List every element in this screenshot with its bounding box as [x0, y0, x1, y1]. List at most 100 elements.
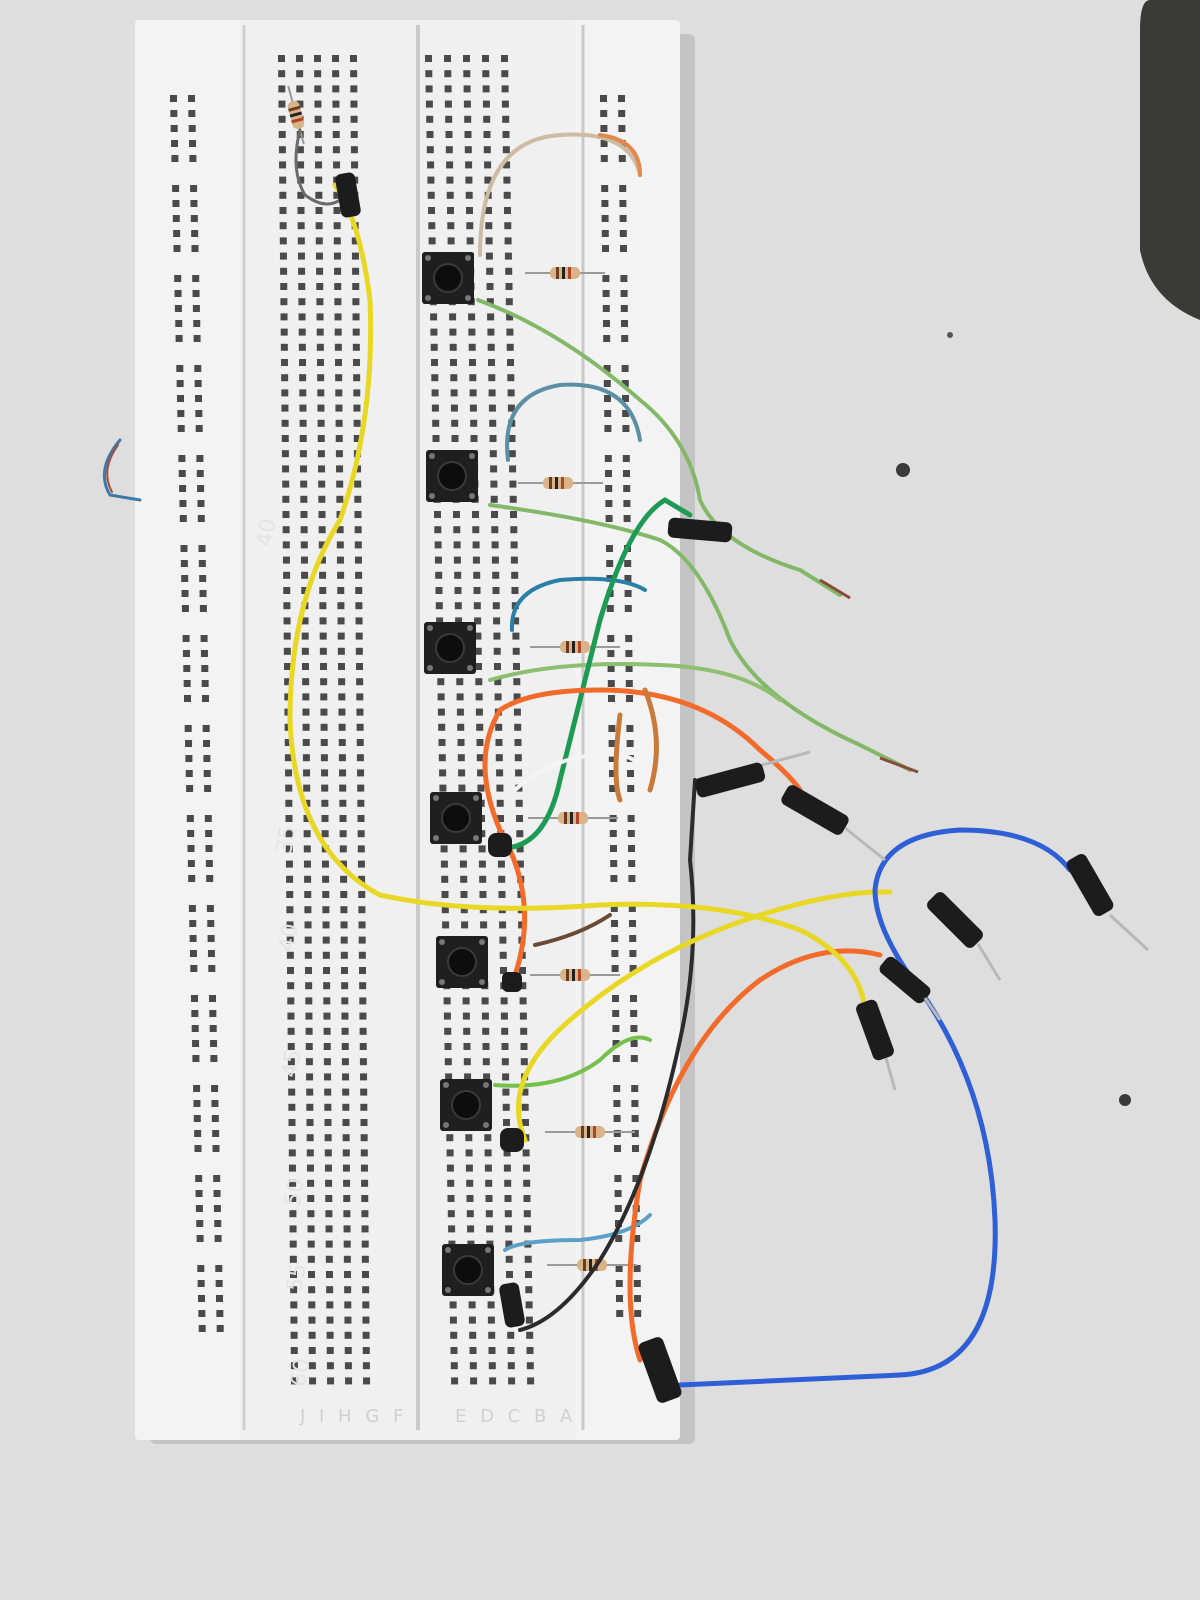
breadboard-hole: [342, 1134, 350, 1142]
breadboard-hole: [502, 1103, 510, 1111]
breadboard-hole: [174, 275, 182, 282]
breadboard-hole: [425, 70, 433, 78]
breadboard-hole: [352, 313, 360, 321]
row-number: 35: [272, 824, 301, 856]
breadboard-hole: [355, 632, 363, 640]
breadboard-hole: [457, 754, 465, 762]
breadboard-hole: [191, 995, 198, 1002]
breadboard-hole: [608, 740, 616, 747]
breadboard-hole: [469, 389, 477, 397]
breadboard-hole: [621, 380, 629, 387]
breadboard-hole: [611, 965, 619, 972]
breadboard-hole: [193, 1115, 201, 1122]
breadboard-hole: [297, 252, 305, 260]
breadboard-hole: [341, 997, 349, 1005]
breadboard-hole: [287, 997, 295, 1005]
breadboard-hole: [203, 770, 211, 777]
breadboard-hole: [490, 465, 498, 473]
breadboard-hole: [610, 845, 617, 852]
breadboard-hole: [184, 725, 192, 732]
breadboard-hole: [357, 845, 365, 853]
breadboard-hole: [360, 1073, 368, 1081]
breadboard-hole: [477, 769, 485, 777]
breadboard-hole: [504, 1210, 512, 1218]
breadboard-hole: [194, 365, 202, 372]
breadboard-hole: [335, 404, 343, 412]
breadboard-hole: [338, 723, 346, 731]
breadboard-hole: [602, 275, 610, 282]
breadboard-hole: [466, 207, 473, 214]
breadboard-hole: [436, 617, 444, 625]
breadboard-hole: [612, 1010, 620, 1017]
breadboard-hole: [624, 575, 632, 582]
breadboard-hole: [506, 313, 514, 321]
breadboard-hole: [320, 693, 328, 701]
breadboard-hole: [434, 511, 441, 518]
breadboard-hole: [454, 571, 462, 579]
breadboard-hole: [618, 95, 625, 102]
breadboard-hole: [341, 1043, 349, 1050]
breadboard-hole: [503, 1149, 511, 1157]
breadboard-hole: [361, 1179, 369, 1187]
breadboard-hole: [600, 125, 608, 132]
breadboard-hole: [600, 110, 608, 117]
breadboard-hole: [213, 1175, 221, 1182]
breadboard-hole: [321, 769, 329, 777]
breadboard-hole: [459, 860, 467, 868]
breadboard-hole: [358, 921, 366, 929]
breadboard-hole: [176, 365, 184, 372]
breadboard-hole: [485, 1179, 493, 1187]
breadboard-hole: [614, 1205, 622, 1212]
breadboard-hole: [446, 191, 454, 199]
breadboard-hole: [300, 465, 308, 473]
breadboard-hole: [623, 485, 631, 492]
breadboard-hole: [290, 1301, 298, 1309]
breadboard-hole: [466, 1195, 474, 1202]
breadboard-hole: [485, 222, 493, 230]
breadboard-hole: [192, 305, 200, 312]
breadboard-hole: [290, 1347, 298, 1354]
breadboard-hole: [513, 693, 521, 701]
breadboard-hole: [341, 1058, 349, 1066]
breadboard-hole: [458, 769, 466, 777]
breadboard-hole: [299, 359, 306, 366]
breadboard-hole: [451, 419, 459, 427]
breadboard-hole: [601, 185, 609, 192]
breadboard-hole: [213, 1190, 221, 1197]
breadboard-hole: [630, 1040, 638, 1047]
breadboard-hole: [437, 693, 445, 701]
breadboard-hole: [297, 207, 305, 214]
breadboard-hole: [362, 1362, 370, 1370]
breadboard-hole: [339, 815, 347, 822]
breadboard-hole: [186, 815, 194, 822]
breadboard-hole: [619, 185, 627, 192]
breadboard-hole: [629, 965, 637, 972]
wire-connectors: [335, 172, 1150, 1403]
breadboard-hole: [502, 1073, 510, 1081]
breadboard-hole: [353, 374, 361, 382]
breadboard-hole: [296, 85, 304, 93]
breadboard-hole: [306, 1149, 314, 1157]
breadboard-hole: [519, 967, 526, 974]
breadboard-hole: [633, 1280, 641, 1287]
jumper-wire: [509, 576, 647, 632]
breadboard-hole: [202, 695, 209, 702]
breadboard-hole: [518, 921, 526, 929]
push-button-icon: [426, 450, 478, 502]
breadboard-hole: [326, 1331, 334, 1339]
breadboard-hole: [605, 485, 613, 492]
breadboard-hole: [334, 313, 342, 321]
breadboard-hole: [435, 571, 443, 579]
breadboard-hole: [303, 830, 311, 838]
breadboard-hole: [456, 693, 464, 701]
breadboard-hole: [527, 1377, 535, 1385]
breadboard-hole: [353, 389, 361, 397]
breadboard-hole: [204, 785, 212, 792]
breadboard-hole: [193, 1100, 201, 1107]
breadboard-hole: [601, 200, 609, 207]
breadboard-hole: [428, 222, 436, 230]
breadboard-hole: [601, 215, 609, 222]
breadboard-hole: [485, 237, 493, 245]
breadboard-hole: [315, 222, 323, 230]
breadboard-hole: [462, 1012, 470, 1020]
